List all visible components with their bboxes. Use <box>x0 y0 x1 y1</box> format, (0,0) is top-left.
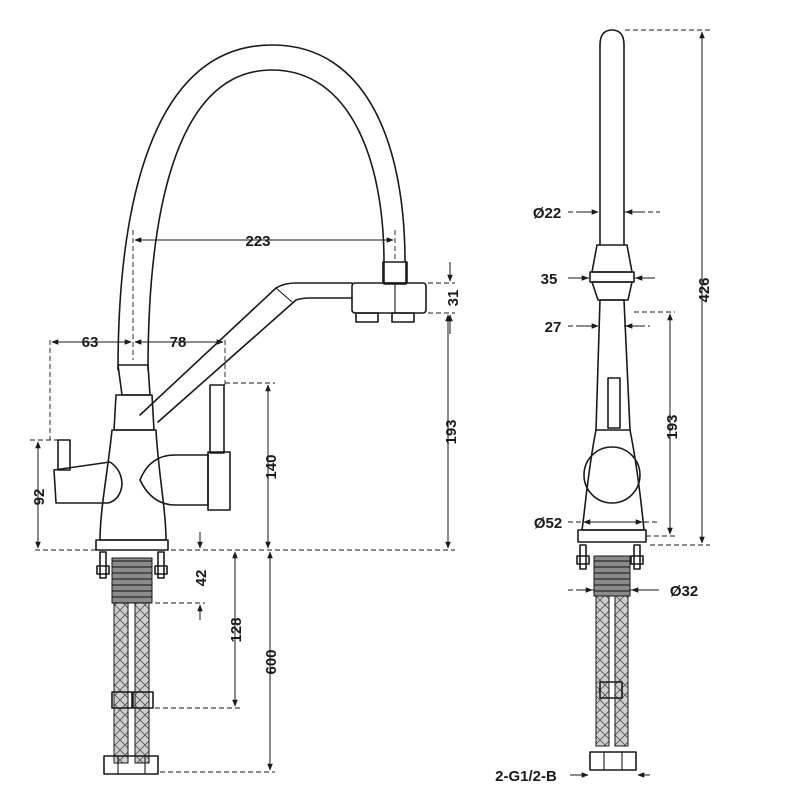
dim-spread-label: 223 <box>245 233 270 250</box>
outlet-block <box>351 282 427 323</box>
filter-arm <box>139 282 353 423</box>
dim-side-body-height-label: 193 <box>664 414 681 439</box>
spout-head <box>383 261 407 285</box>
dim-spout-height-label: 31 <box>445 290 462 307</box>
front-dimension-lines <box>35 237 453 771</box>
dim-shank-length-label: 128 <box>228 617 245 642</box>
side-dimension-lines <box>572 31 705 778</box>
side-spout <box>589 29 635 301</box>
dim-spout-diameter-label: Ø22 <box>533 205 561 222</box>
faucet-body <box>53 364 231 551</box>
dim-hose-length-label: 600 <box>263 649 280 674</box>
front-view: 223 31 63 78 92 140 193 42 128 600 <box>30 44 462 775</box>
dim-side-total-height-label: 426 <box>696 277 713 302</box>
dim-collar-width-label: 35 <box>541 271 558 288</box>
dim-thread-label: 2-G1/2-B <box>495 768 557 785</box>
side-lever-knob <box>583 446 641 504</box>
side-reference-lines <box>568 29 710 776</box>
dim-offset-right-label: 78 <box>170 334 187 351</box>
dim-total-height-label: 193 <box>443 419 460 444</box>
dim-body-height-label: 140 <box>263 454 280 479</box>
side-mounting <box>576 544 644 597</box>
dim-base-diameter-label: Ø52 <box>534 515 562 532</box>
dim-handle-height-label: 92 <box>31 489 48 506</box>
side-braided-hoses <box>589 595 637 771</box>
threaded-shank <box>111 557 153 604</box>
dim-shank-diameter-label: Ø32 <box>670 583 698 600</box>
dim-shank-top-label: 42 <box>193 570 210 587</box>
side-threaded-shank <box>593 555 631 597</box>
dim-offset-left-label: 63 <box>82 334 99 351</box>
side-view: Ø22 35 27 193 426 Ø52 Ø32 2-G1/2-B <box>495 29 713 785</box>
dim-neck-width-label: 27 <box>545 319 562 336</box>
front-reference-lines <box>30 230 455 773</box>
braided-hoses <box>103 602 159 775</box>
mounting-bolts <box>96 551 168 579</box>
side-body <box>577 299 647 543</box>
